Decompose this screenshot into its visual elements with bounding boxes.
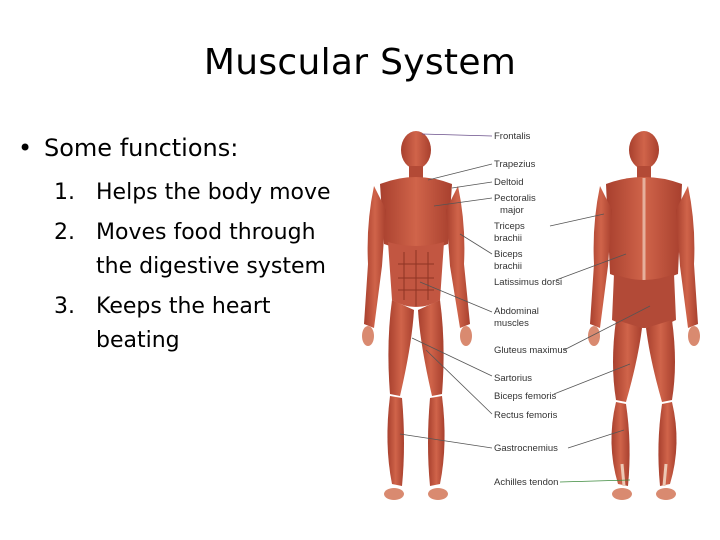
label-gluteus: Gluteus maximus [494,345,568,356]
list-number: 3. [54,294,75,319]
list-number: 2. [54,220,75,245]
back-arm-left [676,186,698,328]
label-gastrocnemius: Gastrocnemius [494,443,558,454]
front-shin-right [387,396,404,486]
front-arm-left [446,186,470,328]
label-pectoralis: Pectoralis [494,193,536,204]
label-biceps-femoris: Biceps femoris [494,391,557,402]
list-number: 1. [54,180,75,205]
bullet-dot-icon: • [18,134,33,162]
label-rectus-femoris: Rectus femoris [494,410,558,421]
back-head [629,131,659,169]
label-triceps-2: brachii [494,233,522,244]
back-arm-right [590,186,612,328]
list-item: 2. Moves food through the digestive syste… [52,216,352,284]
front-thigh-right [388,300,414,396]
muscle-diagram: Frontalis Trapezius Deltoid Pectoralis m… [360,124,706,510]
label-triceps: Triceps [494,221,525,232]
front-head [401,131,431,169]
muscle-diagram-svg: Frontalis Trapezius Deltoid Pectoralis m… [362,131,700,500]
front-neck [409,166,423,178]
back-thigh-left [646,320,675,402]
back-calf-right [611,402,630,486]
bullet-heading: • Some functions: [18,134,238,162]
leader-lines [399,133,651,483]
label-abdominal: Abdominal [494,306,539,317]
list-item-text: Moves food through the digestive system [96,220,326,279]
slide-title: Muscular System [203,42,517,83]
label-biceps-2: brachii [494,261,522,272]
label-frontalis: Frontalis [494,131,531,142]
list-item: 1. Helps the body move [52,176,352,210]
bullet-text: Some functions: [44,134,239,162]
front-thigh-left [418,300,444,396]
label-trapezius: Trapezius [494,159,536,170]
front-arm-right [364,186,386,328]
label-abdominal-2: muscles [494,318,529,329]
back-gluteus [612,274,676,328]
back-calf-left [658,402,677,486]
list-item-text: Keeps the heart beating [96,294,271,353]
front-torso-upper [380,177,452,250]
label-latissimus: Latissimus dorsi [494,277,562,288]
front-figure [362,131,472,500]
back-thigh-right [613,320,642,402]
list-item: 3. Keeps the heart beating [52,290,352,358]
label-pectoralis-2: major [500,205,524,216]
front-shin-left [428,396,445,486]
label-biceps: Biceps [494,249,523,260]
muscle-labels: Frontalis Trapezius Deltoid Pectoralis m… [494,131,568,488]
back-figure [588,131,700,500]
label-deltoid: Deltoid [494,177,524,188]
label-achilles: Achilles tendon [494,477,558,488]
label-sartorius: Sartorius [494,373,532,384]
list-item-text: Helps the body move [96,180,331,205]
functions-list: 1. Helps the body move 2. Moves food throu… [52,176,352,364]
